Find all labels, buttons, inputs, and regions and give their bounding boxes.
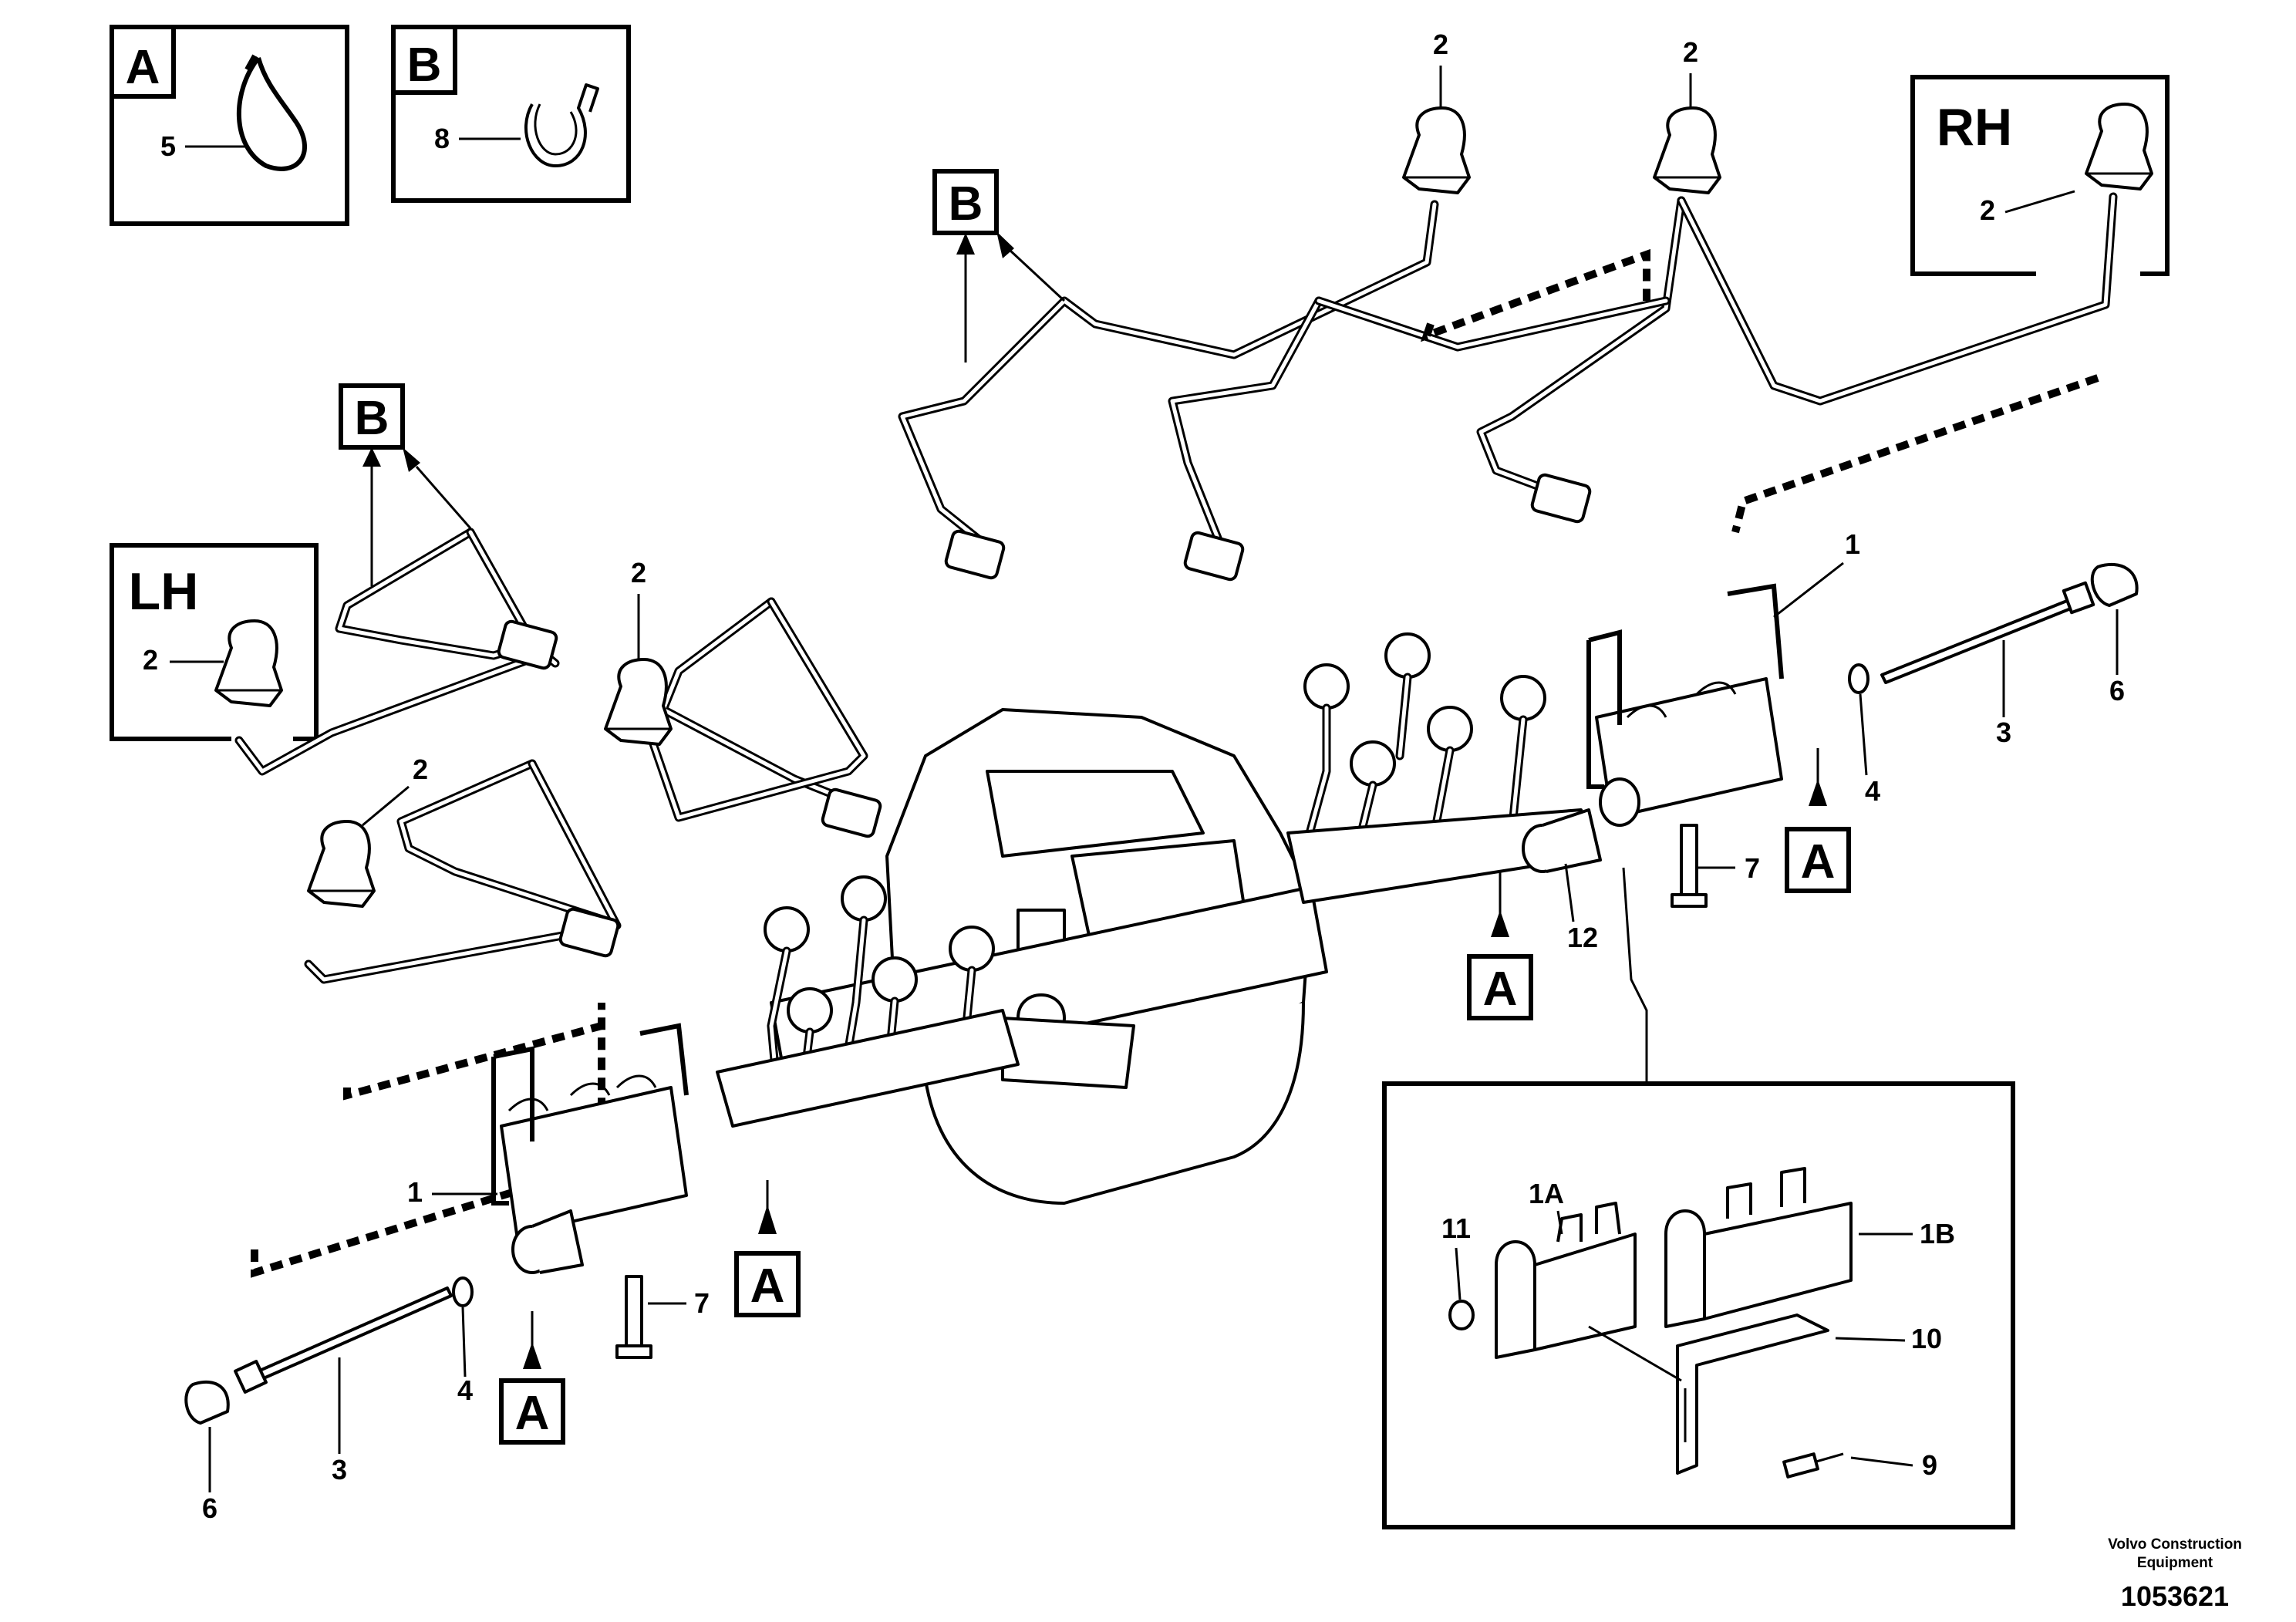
- callout-1-right: 1: [1845, 528, 1860, 560]
- callout-9: 9: [1922, 1449, 1937, 1481]
- view-marker-b-top: B: [932, 169, 1066, 363]
- svg-text:A: A: [1801, 835, 1836, 889]
- view-marker-a-mid: A: [1467, 872, 1533, 1020]
- lh-side-box: LH 2: [110, 543, 319, 741]
- washer-4-right: [1848, 663, 1870, 694]
- connectors: [497, 473, 1592, 958]
- callout-6-right: 6: [2109, 675, 2125, 706]
- switch-2-top-2: [1653, 106, 1721, 194]
- lh-tag: LH: [129, 562, 199, 621]
- callout-3-right: 3: [1996, 717, 2011, 748]
- callout-11: 11: [1441, 1212, 1471, 1244]
- callout-4-right: 4: [1865, 775, 1880, 807]
- callout-10: 10: [1911, 1323, 1942, 1354]
- callout-7-left: 7: [694, 1287, 710, 1319]
- callout-2-lh: 2: [143, 644, 158, 676]
- screw-7-right: [1671, 824, 1708, 908]
- callout-2-left-low: 2: [413, 754, 428, 785]
- switch-2-center: [604, 658, 673, 746]
- bracket-1-left: [491, 1023, 689, 1236]
- svg-text:A: A: [1483, 963, 1518, 1016]
- control-console: [770, 708, 1328, 1205]
- callout-1a: 1A: [1529, 1178, 1564, 1209]
- callout-3-left: 3: [332, 1454, 347, 1485]
- detail-view-b: B 8: [391, 25, 631, 203]
- joysticks-left: [716, 875, 1020, 1128]
- cap-6-right: [2090, 562, 2139, 607]
- svg-text:B: B: [949, 177, 983, 231]
- spacer-12: [1522, 808, 1602, 873]
- spacer-roller-left: [511, 1209, 584, 1274]
- screw-7-left: [615, 1275, 652, 1359]
- plate-10: [1676, 1313, 1829, 1475]
- detail-view-b-letter: B: [407, 39, 442, 92]
- callouts-2: 2 2 2 2: [362, 29, 1698, 827]
- nut-11: [1448, 1300, 1475, 1330]
- callout-7-right: 7: [1745, 852, 1760, 884]
- cable-tie-icon: [237, 54, 307, 171]
- cap-6-left: [184, 1380, 230, 1425]
- detail-view-a: A 5: [110, 25, 349, 226]
- spacer-roller-right: [1599, 777, 1640, 827]
- callout-8: 8: [434, 123, 450, 154]
- callout-1b: 1B: [1920, 1218, 1955, 1249]
- callout-2-top-2: 2: [1683, 36, 1698, 68]
- bracket-1b: [1664, 1167, 1853, 1328]
- rh-side-box: RH 2: [1910, 75, 2170, 276]
- callout-5: 5: [160, 130, 176, 162]
- view-marker-a-right: A: [1785, 748, 1851, 893]
- callout-4-left: 4: [457, 1374, 473, 1406]
- bracket-1-right: [1586, 583, 1784, 819]
- switches: [214, 103, 2153, 908]
- p-clamp-icon: [524, 83, 599, 167]
- callout-2-center: 2: [631, 557, 646, 588]
- drawing-number: 1053621: [2121, 1580, 2229, 1612]
- callout-6-left: 6: [202, 1492, 217, 1524]
- rh-tag: RH: [1937, 98, 2012, 157]
- rod-3-right: [1880, 581, 2095, 684]
- bolt-9: [1782, 1452, 1844, 1479]
- washer-4-left: [452, 1276, 474, 1307]
- joysticks-right: [1286, 632, 1598, 904]
- company-line-1: Volvo Construction: [2108, 1536, 2242, 1553]
- callout-1-left: 1: [407, 1176, 423, 1208]
- svg-text:A: A: [750, 1259, 785, 1313]
- dashed-routes: [251, 248, 2099, 1278]
- detail-view-a-letter: A: [126, 41, 160, 94]
- company-line-2: Equipment: [2137, 1555, 2213, 1571]
- svg-text:A: A: [515, 1387, 550, 1440]
- callout-12: 12: [1567, 922, 1598, 953]
- part-callouts: 1 1 3 3 4 4 6 6 7 7 12: [202, 528, 2125, 1524]
- switch-2-top-1: [1402, 106, 1471, 194]
- view-marker-a-left: A: [499, 1311, 565, 1445]
- bracket-1a: [1495, 1202, 1637, 1359]
- callout-2-top-1: 2: [1433, 29, 1448, 60]
- inset-detail: 1A 1B 11 10 9: [1382, 867, 2015, 1529]
- view-marker-b-left: B: [339, 383, 472, 586]
- svg-text:B: B: [355, 392, 389, 445]
- view-marker-a-center: A: [734, 1180, 801, 1317]
- footer: Volvo Construction Equipment 1053621: [2108, 1536, 2242, 1612]
- callout-2-rh: 2: [1980, 194, 1995, 226]
- switch-2-left-low: [307, 820, 376, 908]
- rod-3-left: [234, 1286, 453, 1394]
- switch-2-lh: [214, 619, 283, 707]
- switch-2-rh: [2085, 103, 2153, 191]
